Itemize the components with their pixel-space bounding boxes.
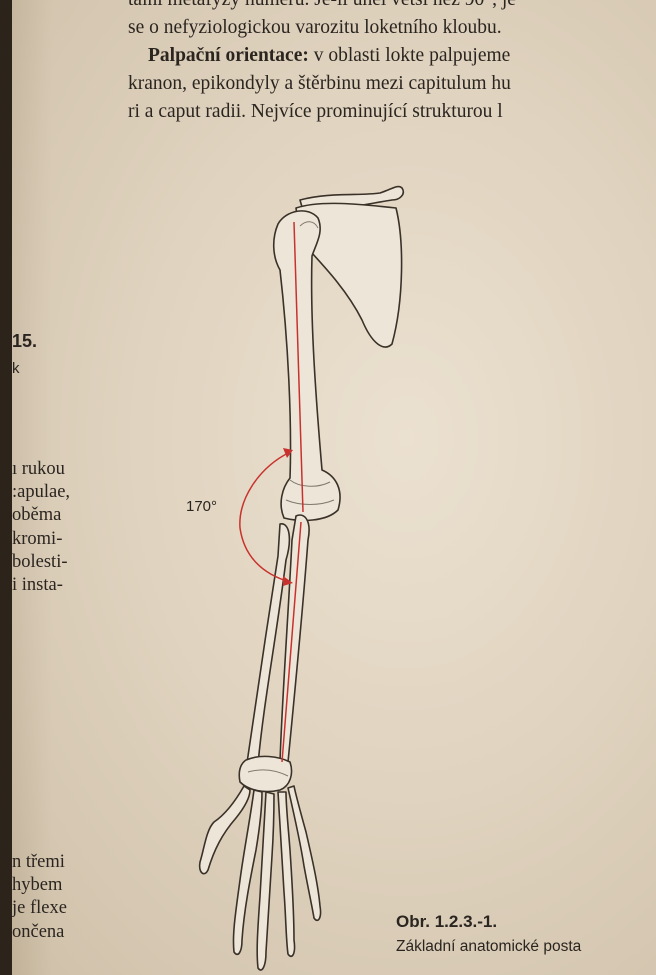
figure-caption-text: Základní anatomické posta [396,938,581,956]
angle-label: 170° [186,498,217,515]
finger-3-bones [278,792,295,956]
figure-caption-title: Obr. 1.2.3.-1. [396,912,497,932]
